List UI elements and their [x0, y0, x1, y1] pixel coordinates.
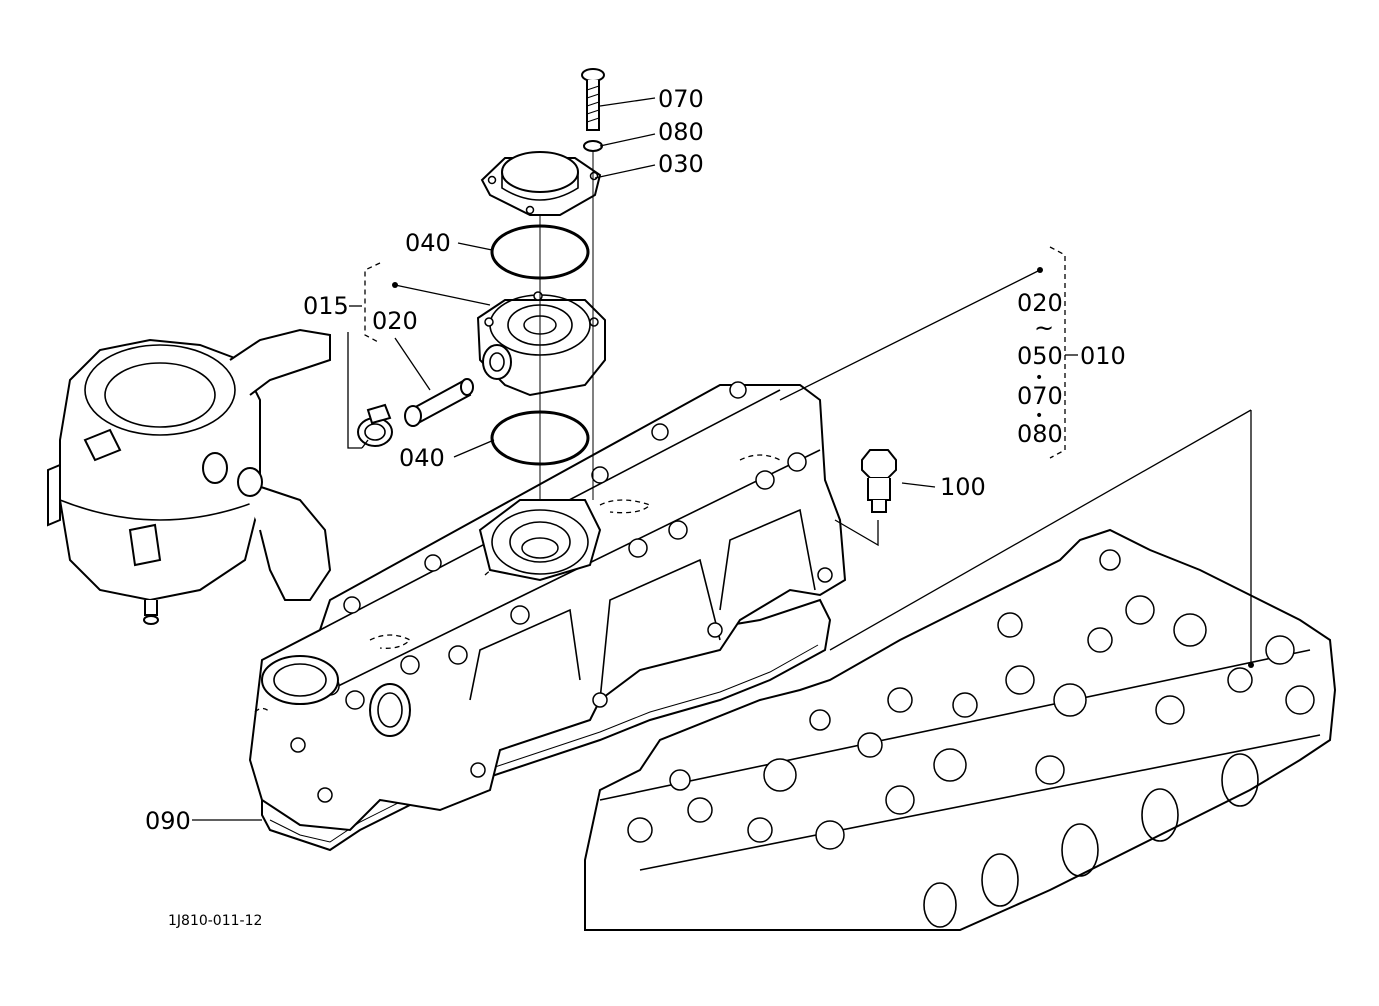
- kit-tilde: ~: [1034, 314, 1054, 342]
- label-030: 030: [658, 150, 704, 178]
- label-090: 090: [145, 807, 191, 835]
- hose-clamp: [357, 403, 393, 447]
- label-080: 080: [658, 118, 704, 146]
- leader-lines: [192, 97, 1254, 821]
- label-010: 010: [1080, 342, 1126, 370]
- callout-labels: 070 080 030 040 015 020 040 100 090 010 …: [145, 85, 1126, 929]
- pipe: [404, 378, 474, 427]
- kit-line-3: 070: [1017, 382, 1063, 410]
- kit-dot-1: •: [1035, 370, 1043, 386]
- label-040-lower: 040: [399, 444, 445, 472]
- washer: [583, 140, 603, 152]
- label-015: 015: [303, 292, 349, 320]
- label-020: 020: [372, 307, 418, 335]
- breather-seat: [478, 499, 602, 582]
- bolt: [861, 449, 897, 513]
- kit-line-2: 050: [1017, 342, 1063, 370]
- oil-separator: [47, 328, 332, 625]
- cylinder-head: [584, 528, 1337, 931]
- breather-cover: [480, 151, 602, 216]
- drawing-code: 1J810-011-12: [168, 913, 262, 929]
- breather-body: [476, 291, 606, 397]
- label-040-upper: 040: [405, 229, 451, 257]
- label-070: 070: [658, 85, 704, 113]
- screw: [581, 68, 605, 131]
- kit-dot-2: •: [1035, 408, 1043, 424]
- kit-line-4: 080: [1017, 420, 1063, 448]
- label-100: 100: [940, 473, 986, 501]
- kit-line-1: 020: [1017, 289, 1063, 317]
